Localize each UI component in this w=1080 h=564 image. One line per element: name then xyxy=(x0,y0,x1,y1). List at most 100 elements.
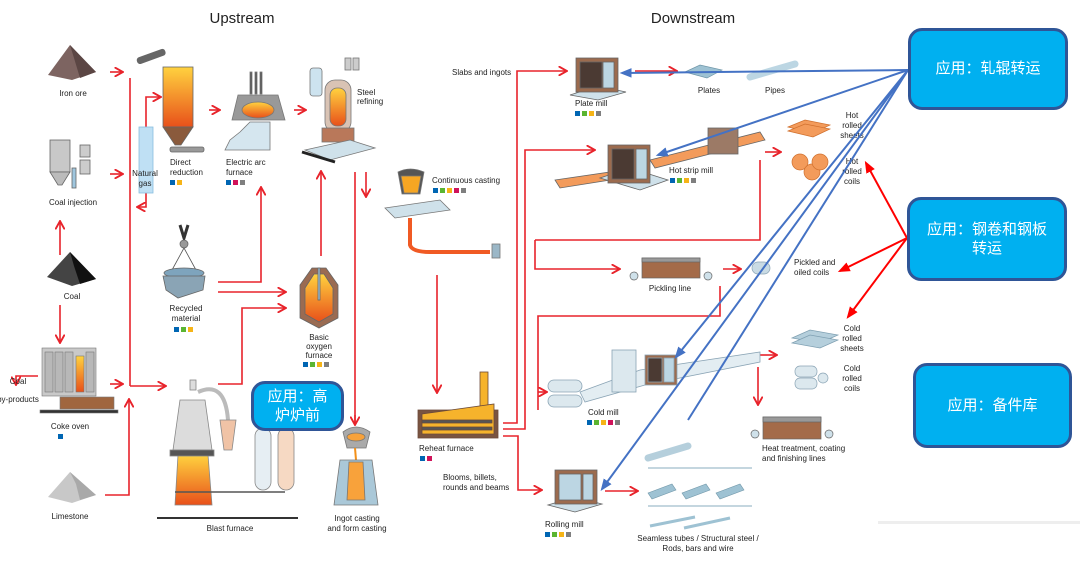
tag-blue xyxy=(420,456,425,461)
tag-gray xyxy=(324,362,329,367)
cold-mill-tags xyxy=(587,420,620,425)
tag-blue xyxy=(575,111,580,116)
tag-gray xyxy=(240,180,245,185)
tag-green xyxy=(677,178,682,183)
tag-blue xyxy=(58,434,63,439)
coal-icon xyxy=(47,252,96,286)
natural-gas-label-1: Natural xyxy=(132,169,158,178)
cold-coils-label-1: Cold xyxy=(844,364,860,373)
flow-arrows xyxy=(16,72,437,496)
cold-rolled-sheets-icon xyxy=(790,329,840,349)
bof-label-1: Basic xyxy=(309,333,329,342)
hot-strip-mill-label: Hot strip mill xyxy=(669,166,713,175)
cold-mill-icon xyxy=(547,349,761,408)
tag-magenta xyxy=(233,180,238,185)
tag-gray xyxy=(566,532,571,537)
direct-reduction-label-1: Direct xyxy=(170,158,192,167)
tag-yellow xyxy=(317,362,322,367)
blooms-label-2: rounds and beams xyxy=(443,483,509,492)
pickled-label-1: Pickled and xyxy=(794,258,835,267)
electric-arc-tags xyxy=(226,180,245,185)
tag-blue xyxy=(545,532,550,537)
cold-sheets-label-3: sheets xyxy=(840,344,864,353)
tag-yellow xyxy=(589,111,594,116)
products-label-1: Seamless tubes / Structural steel / xyxy=(637,534,759,543)
iron-ore-icon xyxy=(48,45,96,80)
tag-green xyxy=(594,420,599,425)
tag-blue xyxy=(433,188,438,193)
pickling-line-icon xyxy=(629,257,713,281)
divider xyxy=(878,521,1080,524)
limestone-icon xyxy=(48,472,96,503)
upstream-header: Upstream xyxy=(209,10,274,27)
iron-ore-label: Iron ore xyxy=(59,89,87,98)
direct-reduction-label-2: reduction xyxy=(170,168,203,177)
hot-sheets-label-1: Hot xyxy=(846,111,859,120)
tag-green xyxy=(552,532,557,537)
callout-blast-furnace-front-line-1: 应用：高 xyxy=(267,386,328,405)
heat-treatment-label-1: Heat treatment, coating xyxy=(762,444,845,453)
callout-coil-plate-transfer-text: 应用：钢卷和钢板转运 xyxy=(927,220,1047,259)
blast-furnace-icon xyxy=(157,379,298,519)
tag-green xyxy=(181,327,186,332)
hot-rolled-sheets-icon xyxy=(786,119,832,138)
bof-label-3: furnace xyxy=(306,351,333,360)
direct-reduction-icon xyxy=(162,66,205,153)
tag-green xyxy=(310,362,315,367)
natural-gas-label-2: gas xyxy=(139,179,152,188)
rolling-mill-icon xyxy=(546,469,604,513)
hot-coils-label-2: rolled xyxy=(842,167,862,176)
hot-strip-mill-icon xyxy=(554,127,766,191)
tag-gray xyxy=(691,178,696,183)
roll-transfer-links xyxy=(600,68,909,491)
tag-yellow xyxy=(188,327,193,332)
hot-coils-label-3: coils xyxy=(844,177,860,186)
pipes-label: Pipes xyxy=(765,86,785,95)
tag-blue xyxy=(303,362,308,367)
hot-coils-label-1: Hot xyxy=(846,157,859,166)
hot-sheets-label-2: rolled xyxy=(842,121,862,130)
hot-sheets-label-3: sheets xyxy=(840,131,864,140)
long-products-icon xyxy=(644,442,752,530)
recycled-label-1: Recycled xyxy=(170,304,203,313)
steel-refining-label-2: refining xyxy=(357,97,383,106)
recycled-label-2: material xyxy=(172,314,201,323)
pickled-label-2: oiled coils xyxy=(794,268,829,277)
callout-roll-transfer: 应用：轧辊转运 xyxy=(908,28,1068,110)
continuous-casting-tags xyxy=(433,188,466,193)
tag-blue xyxy=(587,420,592,425)
rolling-mill-tags xyxy=(545,532,571,537)
tag-yellow xyxy=(684,178,689,183)
tag-blue xyxy=(174,327,179,332)
cold-rolled-coils-icon xyxy=(794,365,829,390)
tag-blue xyxy=(226,180,231,185)
electric-arc-label-1: Electric arc xyxy=(226,158,266,167)
tag-green xyxy=(582,111,587,116)
plate-mill-tags xyxy=(575,111,601,116)
downstream-header: Downstream xyxy=(651,10,735,27)
tag-yellow xyxy=(447,188,452,193)
coal-injection-icon xyxy=(49,139,91,189)
tag-gray xyxy=(461,188,466,193)
coke-oven-tags xyxy=(58,434,63,439)
plates-label: Plates xyxy=(698,86,720,95)
direct-reduction-tags xyxy=(170,180,182,185)
slabs-ingots-label: Slabs and ingots xyxy=(452,68,511,77)
tag-gray xyxy=(615,420,620,425)
tag-yellow xyxy=(559,532,564,537)
tag-blue xyxy=(670,178,675,183)
reheat-furnace-label: Reheat furnace xyxy=(419,444,474,453)
coke-oven-icon xyxy=(39,347,119,414)
blooms-label-1: Blooms, billets, xyxy=(443,473,497,482)
tag-green xyxy=(440,188,445,193)
ingot-casting-label-1: Ingot casting xyxy=(334,514,379,523)
coal-byproducts-label-2: by-products xyxy=(0,395,39,404)
reheat-furnace-tags xyxy=(420,456,432,461)
limestone-label: Limestone xyxy=(52,512,89,521)
plate-mill-label: Plate mill xyxy=(575,99,608,108)
callout-blast-furnace-front-text: 应用：高炉炉前 xyxy=(267,387,327,426)
tag-magenta xyxy=(608,420,613,425)
plate-mill-icon xyxy=(569,57,627,101)
tag-blue xyxy=(170,180,175,185)
blast-furnace-label: Blast furnace xyxy=(207,524,254,533)
